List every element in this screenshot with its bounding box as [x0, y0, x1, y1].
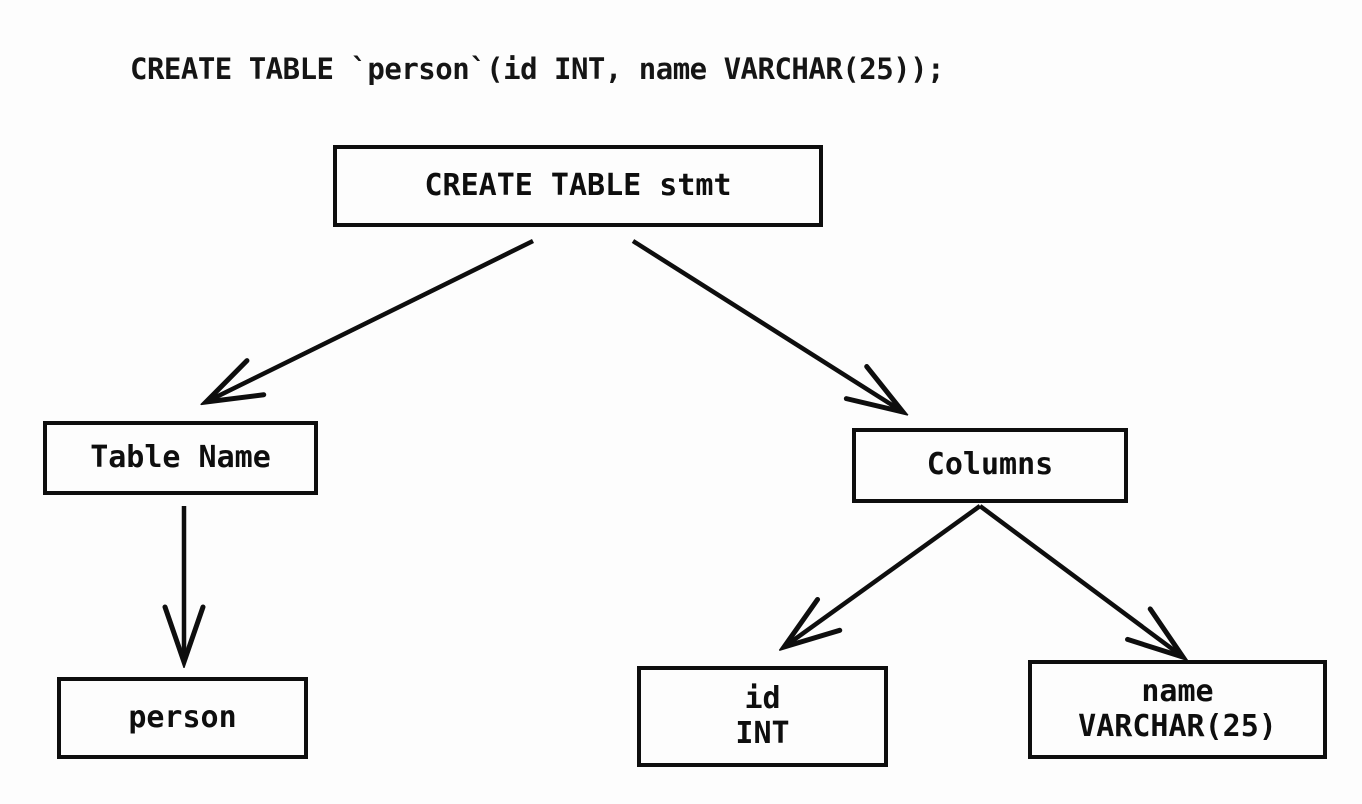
node-label: person: [128, 699, 237, 735]
node-id-int: id INT: [637, 666, 888, 767]
sql-statement-text: CREATE TABLE `person`(id INT, name VARCH…: [130, 52, 945, 86]
node-label: Columns: [926, 447, 1054, 483]
node-columns: Columns: [852, 428, 1128, 503]
node-label-line1: name: [1141, 674, 1214, 709]
node-label-line2: INT: [735, 715, 790, 751]
edge-columns-to-id: [784, 504, 982, 647]
node-label: CREATE TABLE stmt: [424, 167, 732, 203]
node-label-line2: VARCHAR(25): [1078, 708, 1277, 744]
node-name-varchar: name VARCHAR(25): [1028, 660, 1327, 759]
edge-columns-to-name: [978, 504, 1183, 657]
edge-root-to-table-name: [206, 238, 534, 402]
node-label: Table Name: [90, 439, 271, 475]
node-label-line1: id: [744, 681, 781, 716]
node-create-table-stmt: CREATE TABLE stmt: [333, 145, 823, 227]
node-person: person: [57, 677, 308, 759]
node-table-name: Table Name: [43, 421, 318, 495]
edge-root-to-columns: [631, 239, 903, 412]
